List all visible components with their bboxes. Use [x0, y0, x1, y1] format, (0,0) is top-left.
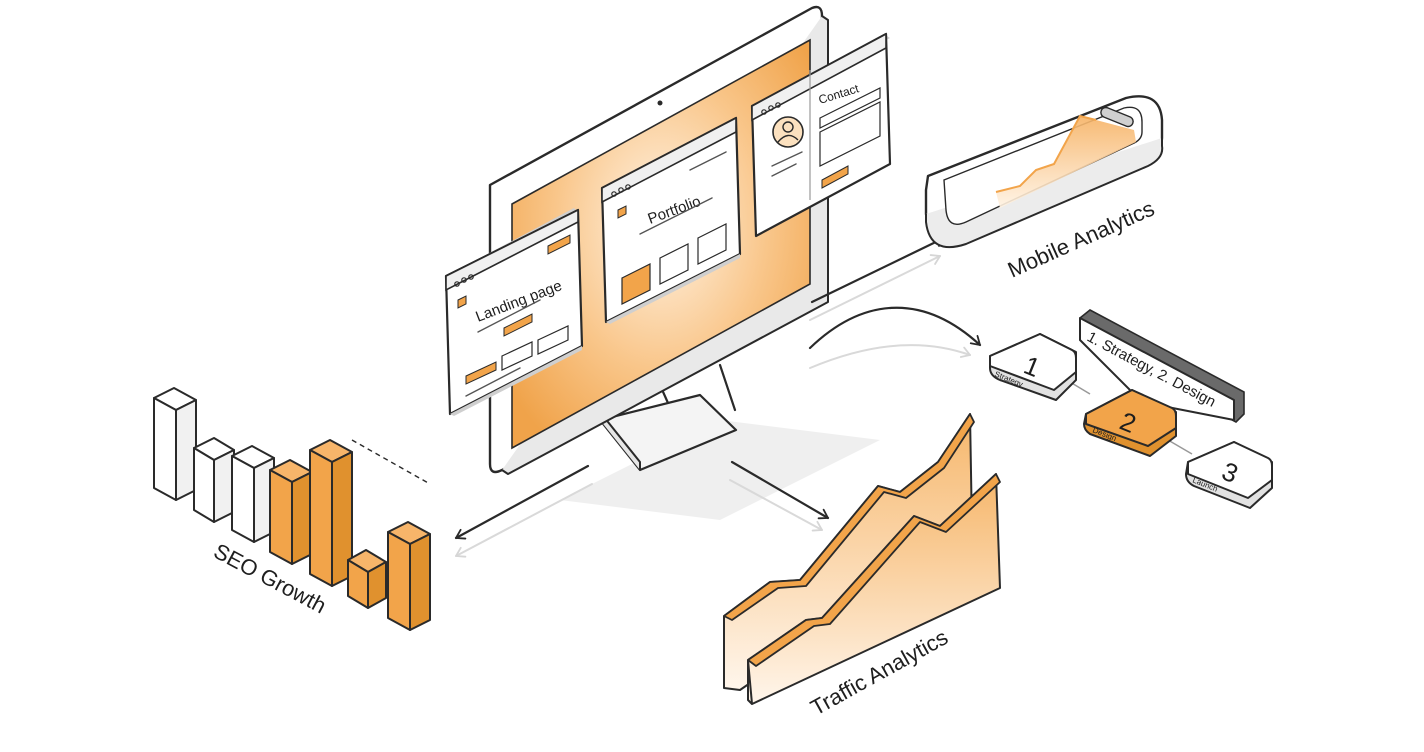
seo-bar-4 [269, 459, 313, 565]
window-contact: Contact [750, 32, 892, 238]
process-steps: 1. Strategy, 2. Design 1 Strategy 2 Desi… [989, 309, 1273, 509]
window-landing-page: Landing page [444, 208, 584, 416]
step-1: 1 Strategy [989, 333, 1077, 401]
seo-trend-dashed [351, 439, 431, 485]
monitor-stand [598, 363, 738, 472]
connector-arrows [454, 236, 982, 558]
phone: Mobile Analytics [924, 95, 1164, 283]
window-portfolio: Portfolio [600, 116, 742, 324]
seo-bar-chart [153, 387, 431, 631]
seo-bar-2 [193, 437, 235, 523]
seo-bar-3 [231, 445, 275, 543]
avatar-icon [772, 116, 804, 148]
seo-bar-6 [347, 549, 387, 609]
step-3: 3 Launch [1185, 441, 1273, 509]
camera-dot [657, 100, 663, 106]
seo-bar-5 [309, 439, 353, 587]
step-2: 2 Design [1083, 389, 1177, 457]
seo-bar-1 [153, 387, 197, 501]
seo-bar-7 [387, 521, 431, 631]
